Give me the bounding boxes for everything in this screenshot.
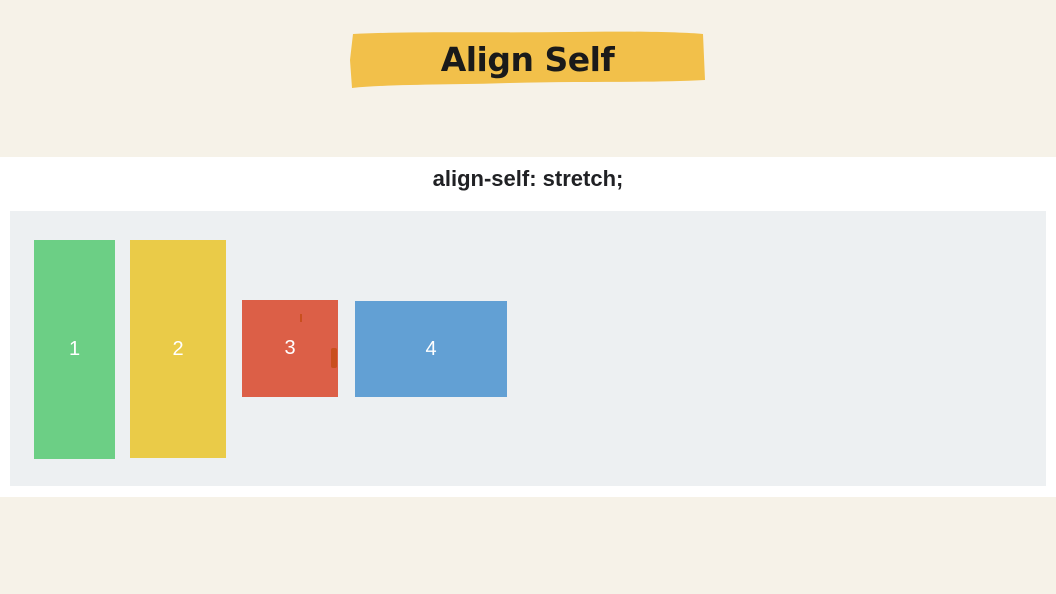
flex-item-2: 2: [130, 240, 226, 458]
pointer-cursor-icon: [331, 348, 337, 368]
flex-item-label: 2: [172, 337, 184, 360]
flex-item-4: 4: [355, 301, 507, 397]
flex-container: 1 2 3 4: [10, 211, 1046, 486]
cursor-mark-icon: [300, 314, 302, 322]
title-banner: Align Self: [350, 30, 705, 88]
flex-item-label: 4: [425, 337, 437, 360]
highlight-marker-shape: [350, 31, 705, 88]
flex-item-label: 3: [284, 337, 296, 359]
demo-heading: align-self: stretch;: [432, 166, 624, 191]
page-title: Align Self: [440, 39, 615, 79]
flex-item-label: 1: [68, 338, 81, 360]
flex-item-1: 1: [34, 240, 115, 459]
flex-item-3: 3: [242, 300, 338, 397]
